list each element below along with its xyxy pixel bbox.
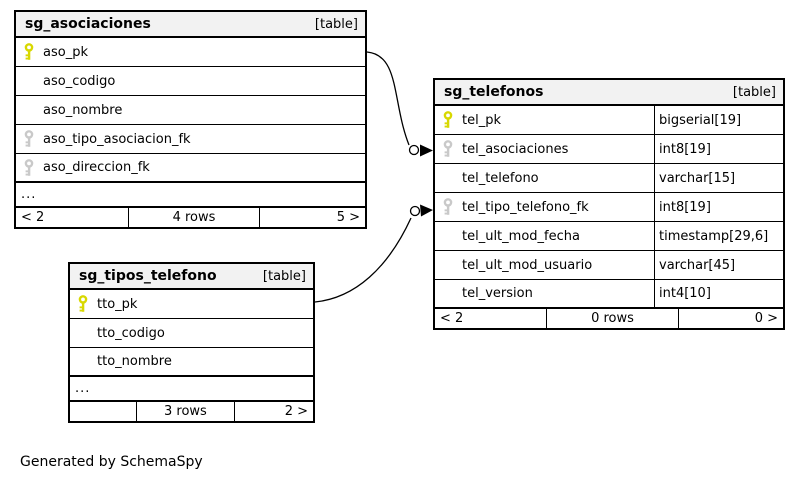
table-type-tag: [table] xyxy=(732,84,776,100)
foreign-key-icon xyxy=(23,130,35,148)
table-row: tel_ult_mod_fecha timestamp[29,6] xyxy=(435,222,783,251)
table-footer: 3 rows 2 > xyxy=(70,402,313,421)
footer-prev-count: < 2 xyxy=(21,210,45,225)
column-name: tel_telefono xyxy=(462,170,539,186)
table-row: tel_asociaciones int8[19] xyxy=(435,135,783,164)
table-type-tag: [table] xyxy=(262,268,306,284)
table-row: tel_telefono varchar[15] xyxy=(435,164,783,193)
table-row: tel_tipo_telefono_fk int8[19] xyxy=(435,193,783,222)
column-name: tel_ult_mod_fecha xyxy=(462,228,580,244)
column-type: int4[10] xyxy=(654,280,783,307)
primary-key-icon xyxy=(77,295,89,313)
column-name: aso_tipo_asociacion_fk xyxy=(43,131,191,147)
table-type-tag: [table] xyxy=(314,16,358,32)
truncated-columns-indicator: ... xyxy=(16,183,365,208)
column-name: tto_nombre xyxy=(97,354,172,369)
column-type: bigserial[19] xyxy=(654,106,783,134)
generator-credit: Generated by SchemaSpy xyxy=(20,454,203,470)
table-row: tel_pk bigserial[19] xyxy=(435,106,783,135)
column-name: aso_codigo xyxy=(43,73,116,89)
table-row: tel_version int4[10] xyxy=(435,280,783,309)
foreign-key-icon xyxy=(442,198,454,216)
table-row: tto_nombre xyxy=(70,348,313,377)
table-row: tto_codigo xyxy=(70,319,313,348)
column-name: tel_asociaciones xyxy=(462,141,569,157)
foreign-key-icon xyxy=(442,140,454,158)
table-title[interactable]: sg_asociaciones xyxy=(25,16,151,32)
column-name: tel_pk xyxy=(462,112,501,128)
column-name: tel_ult_mod_usuario xyxy=(462,257,593,273)
table-header: sg_asociaciones [table] xyxy=(16,12,365,38)
column-name: tel_version xyxy=(462,286,533,301)
footer-next-count: 2 > xyxy=(284,404,308,419)
footer-row-count: 4 rows xyxy=(127,208,261,227)
footer-next-count: 5 > xyxy=(336,210,360,225)
table-title[interactable]: sg_tipos_telefono xyxy=(79,268,217,284)
footer-row-count: 3 rows xyxy=(135,402,236,421)
column-type: int8[19] xyxy=(654,193,783,221)
table-sg-telefonos[interactable]: sg_telefonos [table] tel_pk bigserial[19… xyxy=(433,78,785,330)
table-row: aso_tipo_asociacion_fk xyxy=(16,125,365,154)
table-sg-tipos-telefono[interactable]: sg_tipos_telefono [table] tto_pk tto_cod… xyxy=(68,262,315,423)
primary-key-icon xyxy=(23,43,35,61)
table-footer: < 2 4 rows 5 > xyxy=(16,208,365,227)
table-row: aso_nombre xyxy=(16,96,365,125)
column-name: tto_pk xyxy=(97,296,138,312)
footer-prev-count: < 2 xyxy=(440,311,464,326)
column-name: tto_codigo xyxy=(97,325,165,341)
edge-aso-pk-to-tel-asociaciones xyxy=(366,51,433,157)
table-title[interactable]: sg_telefonos xyxy=(444,84,544,100)
table-header: sg_tipos_telefono [table] xyxy=(70,264,313,290)
column-type: timestamp[29,6] xyxy=(654,222,783,250)
footer-row-count: 0 rows xyxy=(546,309,679,328)
table-row: tto_pk xyxy=(70,290,313,319)
footer-next-count: 0 > xyxy=(754,311,778,326)
column-name: tel_tipo_telefono_fk xyxy=(462,199,589,215)
column-name: aso_pk xyxy=(43,44,88,60)
table-sg-asociaciones[interactable]: sg_asociaciones [table] aso_pk aso_codig… xyxy=(14,10,367,229)
table-row: aso_direccion_fk xyxy=(16,154,365,183)
table-row: tel_ult_mod_usuario varchar[45] xyxy=(435,251,783,280)
primary-key-icon xyxy=(442,111,454,129)
table-header: sg_telefonos [table] xyxy=(435,80,783,106)
column-type: varchar[45] xyxy=(654,251,783,279)
foreign-key-icon xyxy=(23,158,35,177)
table-row: aso_pk xyxy=(16,38,365,67)
truncated-columns-indicator: ... xyxy=(70,377,313,402)
footer-prev-count xyxy=(70,402,136,421)
column-name: aso_direccion_fk xyxy=(43,160,150,175)
column-type: varchar[15] xyxy=(654,164,783,192)
table-row: aso_codigo xyxy=(16,67,365,96)
column-name: aso_nombre xyxy=(43,102,123,118)
table-footer: < 2 0 rows 0 > xyxy=(435,309,783,328)
column-type: int8[19] xyxy=(654,135,783,163)
